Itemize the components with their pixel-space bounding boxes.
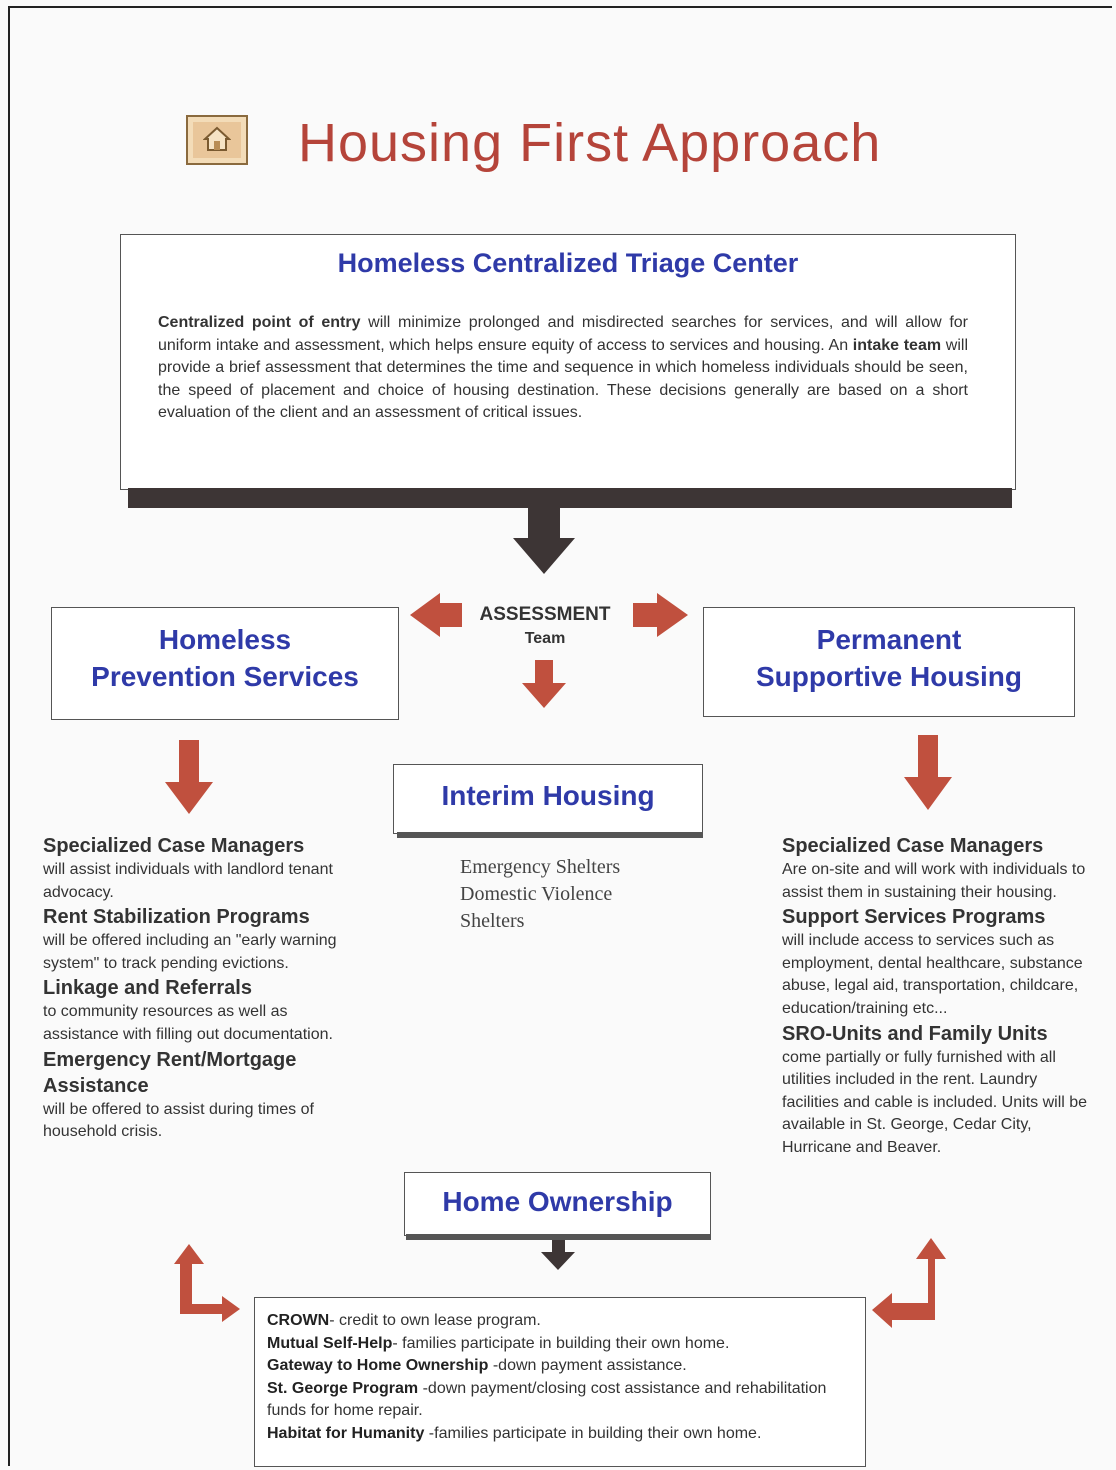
bent-arrow-right bbox=[872, 1238, 946, 1328]
triage-center-title: Homeless Centralized Triage Center bbox=[337, 248, 799, 278]
item-heading: Support Services Programs bbox=[782, 906, 1046, 929]
item-text: will be offered including an "early warn… bbox=[43, 932, 337, 972]
triage-box-shadow bbox=[128, 488, 1012, 508]
program-desc: - credit to own lease program. bbox=[329, 1312, 541, 1329]
program-desc: -down payment assistance. bbox=[488, 1357, 687, 1375]
item-text: will be offered to assist during times o… bbox=[43, 1100, 314, 1141]
home-ownership-title: Home Ownership bbox=[442, 1186, 673, 1217]
interim-box-shadow bbox=[397, 832, 703, 838]
title-line: Supportive Housing bbox=[756, 661, 1022, 692]
prevention-services-title: Homeless Prevention Services bbox=[51, 621, 399, 695]
item-heading: Emergency Rent/Mortgage Assistance bbox=[43, 1048, 297, 1097]
program-name: Mutual Self-Help bbox=[267, 1334, 393, 1352]
permanent-housing-title: Permanent Supportive Housing bbox=[703, 621, 1075, 695]
text-bold: Centralized point of entry bbox=[158, 314, 361, 331]
item-heading: Rent Stabilization Programs bbox=[43, 906, 310, 929]
item-heading: Specialized Case Managers bbox=[782, 835, 1044, 857]
triage-center-description: Centralized point of entry will minimize… bbox=[158, 312, 968, 425]
right-arrow bbox=[633, 593, 688, 637]
program-item: Mutual Self-Help- families participate i… bbox=[267, 1333, 857, 1356]
program-desc: - families participate in building their… bbox=[392, 1334, 730, 1352]
program-name: Habitat for Humanity bbox=[267, 1424, 425, 1442]
triage-center-box bbox=[120, 234, 1016, 490]
item-text: Are on-site and will work with individua… bbox=[782, 861, 1086, 901]
item-text: come partially or fully furnished with a… bbox=[782, 1048, 1088, 1156]
item-text: will assist individuals with landlord te… bbox=[43, 861, 333, 901]
title-line: Prevention Services bbox=[91, 661, 359, 692]
page-title: Housing First Approach bbox=[298, 113, 882, 173]
list-item: Domestic Violence bbox=[460, 883, 613, 905]
down-arrow-permanent bbox=[904, 735, 952, 810]
list-item: Emergency Shelters bbox=[460, 856, 621, 878]
down-arrow-assessment bbox=[522, 660, 566, 708]
text-plain: will provide a brief assessment that det… bbox=[158, 336, 969, 422]
ownership-programs-list: CROWN- credit to own lease program. Mutu… bbox=[267, 1310, 857, 1446]
item-text: will include access to services such as … bbox=[782, 932, 1083, 1017]
interim-housing-list: Emergency Shelters Domestic Violence She… bbox=[460, 854, 680, 935]
program-desc: -families participate in building their … bbox=[424, 1424, 762, 1442]
program-desc: -down payment/closing cost assistance an… bbox=[267, 1379, 827, 1420]
program-item: CROWN- credit to own lease program. bbox=[267, 1310, 857, 1333]
down-arrow-ownership bbox=[541, 1240, 575, 1270]
home-ownership-box bbox=[404, 1172, 711, 1236]
program-name: Gateway to Home Ownership bbox=[267, 1357, 489, 1375]
text-plain: will minimize prolonged and misdirected … bbox=[158, 314, 968, 354]
text-bold: intake team bbox=[852, 336, 942, 354]
item-heading: SRO-Units and Family Units bbox=[782, 1022, 1048, 1045]
prevention-services-box bbox=[51, 607, 399, 720]
house-icon bbox=[186, 115, 248, 165]
ownership-programs-box bbox=[254, 1297, 866, 1467]
item-heading: Specialized Case Managers bbox=[43, 835, 305, 857]
assessment-sublabel: Team bbox=[524, 630, 566, 647]
interim-housing-title: Interim Housing bbox=[441, 780, 655, 811]
item-text: to community resources as well as assist… bbox=[43, 1003, 333, 1043]
permanent-housing-list: Specialized Case Managers Are on-site an… bbox=[782, 833, 1094, 1160]
title-line: Homeless bbox=[158, 624, 292, 655]
program-item: St. George Program -down payment/closing… bbox=[267, 1378, 857, 1423]
program-item: Gateway to Home Ownership -down payment … bbox=[267, 1355, 857, 1378]
down-arrow-prevention bbox=[165, 740, 213, 814]
list-item: Shelters bbox=[460, 910, 525, 932]
down-arrow-dark bbox=[513, 508, 575, 574]
program-item: Habitat for Humanity -families participa… bbox=[267, 1423, 857, 1446]
permanent-housing-box bbox=[703, 607, 1075, 717]
page-frame bbox=[8, 6, 1112, 1466]
title-line: Permanent bbox=[816, 624, 962, 655]
assessment-label: ASSESSMENT bbox=[479, 604, 611, 625]
prevention-services-list: Specialized Case Managers will assist in… bbox=[43, 833, 353, 1144]
item-heading: Linkage and Referrals bbox=[43, 977, 252, 1000]
home-ownership-box-shadow bbox=[406, 1234, 711, 1240]
program-name: St. George Program bbox=[267, 1379, 419, 1397]
bent-arrow-left bbox=[174, 1244, 240, 1322]
program-name: CROWN bbox=[267, 1312, 330, 1329]
left-arrow bbox=[410, 593, 462, 637]
